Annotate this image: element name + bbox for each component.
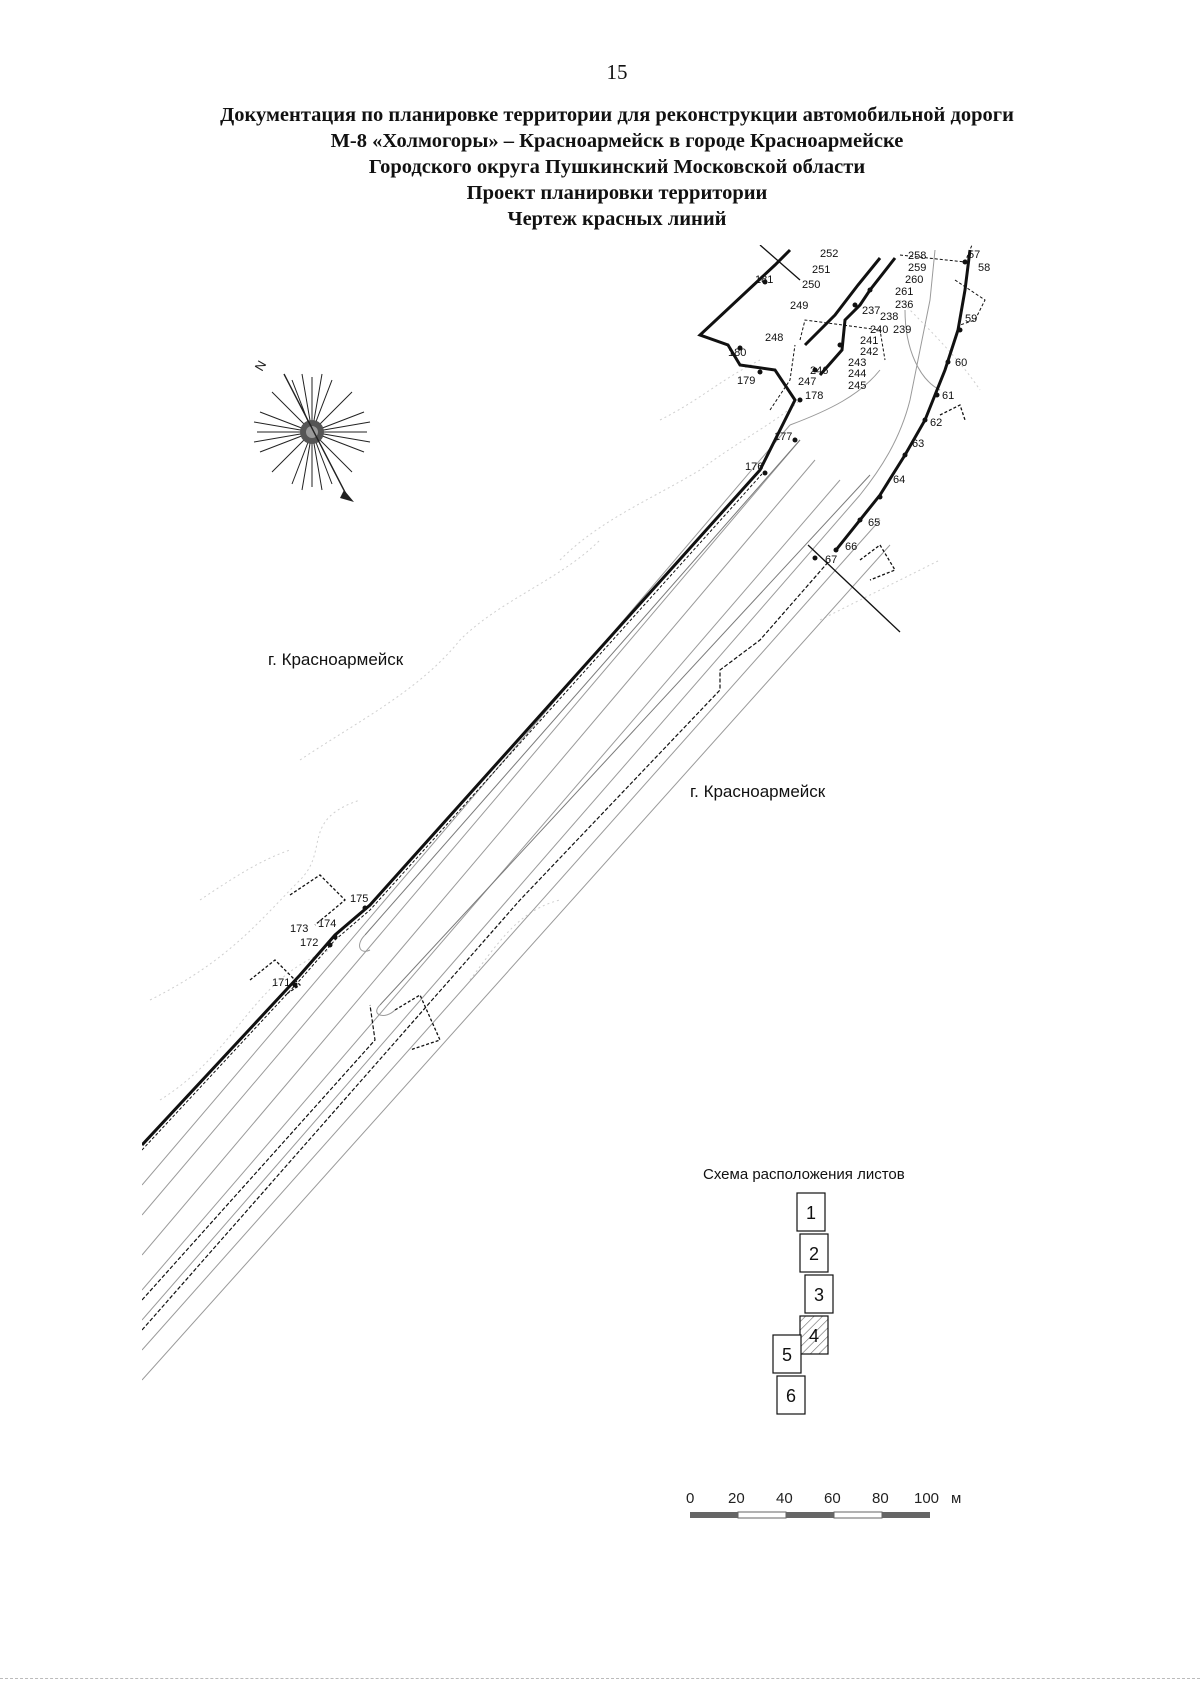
- city-label-right: г. Красноармейск: [690, 782, 826, 801]
- compass-rose-icon: N: [252, 358, 371, 502]
- junction-lines: [769, 245, 986, 411]
- north-arrow-icon: [283, 373, 354, 502]
- point-label: 244: [848, 368, 866, 380]
- point-label: 65: [868, 517, 880, 529]
- boundary-points: [292, 259, 968, 988]
- scale-tick-60: 60: [824, 1490, 841, 1507]
- title-line-2: М-8 «Холмогоры» – Красноармейск в городе…: [330, 130, 904, 152]
- point-label: 259: [908, 262, 926, 274]
- point-label: 177: [774, 431, 792, 443]
- document-title: Документация по планировке территории дл…: [0, 102, 1200, 232]
- scale-tick-100: 100: [914, 1490, 939, 1507]
- point-label: 248: [765, 332, 783, 344]
- scale-unit: м: [951, 1490, 961, 1507]
- point-label: 236: [895, 299, 913, 311]
- point-label: 57: [968, 249, 980, 261]
- title-line-4: Проект планировки территории: [466, 182, 768, 204]
- sheet-box-6: [776, 1375, 806, 1415]
- title-line-5: Чертеж красных линий: [507, 208, 727, 230]
- point-label: 174: [318, 918, 336, 930]
- point-label: 245: [848, 380, 866, 392]
- point-label: 252: [820, 248, 838, 260]
- point-label: 242: [860, 346, 878, 358]
- terrain-texture: [149, 299, 981, 1101]
- point-label: 67: [825, 554, 837, 566]
- point-label: 241: [860, 335, 878, 347]
- point-label: 173: [290, 923, 308, 935]
- point-label: 179: [737, 375, 755, 387]
- sheet-num-4: 4: [809, 1326, 819, 1346]
- point-label: 176: [745, 461, 763, 473]
- sheet-box-1: [796, 1192, 826, 1232]
- point-label: 261: [895, 286, 913, 298]
- point-label: 63: [912, 438, 924, 450]
- boundary-notches: [249, 404, 966, 1051]
- point-label: 59: [965, 313, 977, 325]
- point-label: 239: [893, 324, 911, 336]
- point-labels: 181 180 179 178 177 176 175 174 173 172 …: [272, 248, 990, 989]
- road-corridor: [142, 249, 941, 1381]
- scale-segment: [737, 1511, 787, 1519]
- scale-tick-0: 0: [686, 1490, 694, 1507]
- sheet-num-2: 2: [809, 1244, 819, 1264]
- point-label: 237: [862, 305, 880, 317]
- sheet-scheme: Схема расположения листов 1 2 3 4 5 6: [703, 1166, 905, 1415]
- sheet-num-3: 3: [814, 1285, 824, 1305]
- sheet-num-5: 5: [782, 1345, 792, 1365]
- compass-north-label: N: [252, 358, 270, 374]
- sheet-box-2: [799, 1233, 829, 1273]
- scale-segment: [786, 1512, 834, 1518]
- scale-segment: [690, 1512, 738, 1518]
- point-label: 250: [802, 279, 820, 291]
- point-label: 240: [870, 324, 888, 336]
- scale-bar: 0 20 40 60 80 100 м: [686, 1490, 961, 1519]
- point-label: 258: [908, 250, 926, 262]
- point-label: 66: [845, 541, 857, 553]
- scale-tick-20: 20: [728, 1490, 745, 1507]
- sheet-box-5: [772, 1334, 802, 1374]
- sheet-box-4-current: [799, 1315, 829, 1355]
- point-label: 238: [880, 311, 898, 323]
- point-label: 171: [272, 977, 290, 989]
- sheet-cut-lines: [759, 245, 901, 633]
- point-label: 175: [350, 893, 368, 905]
- point-label: 181: [755, 274, 773, 286]
- scale-segment: [882, 1512, 930, 1518]
- point-label: 61: [942, 390, 954, 402]
- page-number: 15: [606, 60, 628, 84]
- point-label: 180: [728, 347, 746, 359]
- red-line-left: [142, 248, 797, 1151]
- point-label: 251: [812, 264, 830, 276]
- point-label: 243: [848, 357, 866, 369]
- sheet-num-1: 1: [806, 1203, 816, 1223]
- page-bottom-edge: [0, 1678, 1200, 1679]
- point-label: 64: [893, 474, 905, 486]
- point-label: 247: [798, 376, 816, 388]
- point-label: 58: [978, 262, 990, 274]
- scale-segment: [833, 1511, 883, 1519]
- point-label: 249: [790, 300, 808, 312]
- sheet-num-6: 6: [786, 1386, 796, 1406]
- point-label: 62: [930, 417, 942, 429]
- city-label-left: г. Красноармейск: [268, 650, 404, 669]
- point-label: 260: [905, 274, 923, 286]
- title-line-3: Городского округа Пушкинский Московской …: [368, 156, 866, 178]
- point-label: 178: [805, 390, 823, 402]
- sheet-scheme-title: Схема расположения листов: [703, 1166, 905, 1183]
- scale-tick-40: 40: [776, 1490, 793, 1507]
- title-line-1: Документация по планировке территории дл…: [220, 104, 1014, 126]
- scale-tick-80: 80: [872, 1490, 889, 1507]
- map-body: [142, 245, 986, 1381]
- point-label: 246: [810, 365, 828, 377]
- point-label: 172: [300, 937, 318, 949]
- sheet-box-3: [804, 1274, 834, 1314]
- point-label: 60: [955, 357, 967, 369]
